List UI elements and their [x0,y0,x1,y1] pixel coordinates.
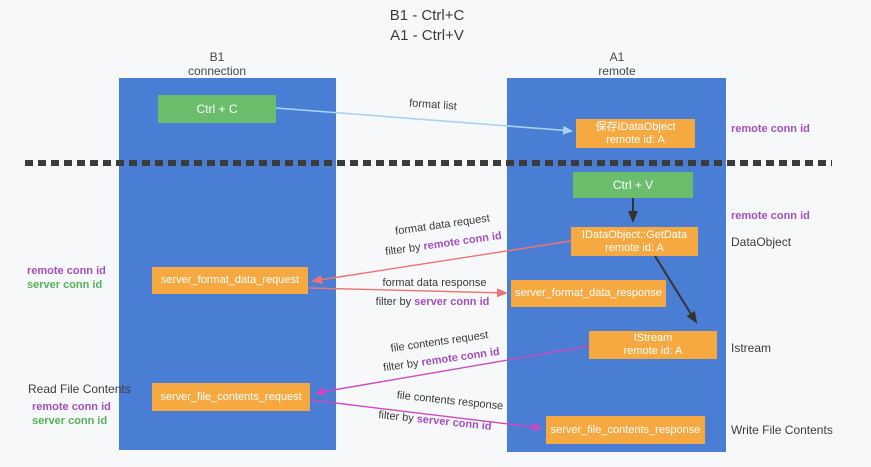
format-data-response-label: format data response [377,277,492,289]
remote-conn-id-text: remote conn id [27,265,106,277]
ctrl-v-box: Ctrl + V [573,172,693,198]
server-conn-id-text: server conn id [416,413,493,433]
title-line-1: B1 - Ctrl+C [389,7,465,24]
istream-text: Istream [731,341,772,355]
remote-conn-id-text: remote conn id [422,229,503,253]
server-file-contents-response-label: server_file_contents_response [550,423,701,436]
ctrl-c-label: Ctrl + C [196,102,238,116]
format-list-label: format list [388,96,479,114]
server-format-data-response-label: server_format_data_response [515,287,662,299]
filter-by-text: filter by [382,356,423,375]
write-file-contents-note: Write File Contents [731,423,833,437]
server-format-data-response-box: server_format_data_response [511,280,666,307]
remote-conn-id-text: remote conn id [731,123,810,135]
server-conn-id-text: server conn id [27,279,103,291]
getdata-line1: IDataObject::GetData [581,228,688,241]
ctrl-c-box: Ctrl + C [158,95,276,123]
save-dataobject-box: 保存IDataObject remote id: A [576,119,695,148]
column-header-b1: B1 connection [147,50,287,78]
column-header-a1: A1 remote [547,50,687,78]
diagram-title: B1 - Ctrl+C A1 - Ctrl+V [292,6,562,46]
file-contents-response-text: file contents response [396,389,504,413]
server-format-data-request-box: server_format_data_request [152,267,308,294]
file-contents-response-label: file contents response [390,389,511,413]
read-file-contents-note: Read File Contents [28,382,131,396]
format-response-filter-label: filter by server conn id [370,296,495,308]
write-file-contents-text: Write File Contents [731,423,833,437]
remote-conn-id-text: remote conn id [420,345,501,369]
column-a1-subtitle: remote [598,64,636,78]
format-data-response-text: format data response [382,277,487,289]
istream-line2: remote id: A [623,345,683,357]
file-response-filter-label: filter by server conn id [370,408,501,434]
server-file-contents-request-box: server_file_contents_request [152,383,310,411]
left-remote-conn-id-note: remote conn id [27,265,106,277]
remote-conn-id-text: remote conn id [32,401,111,413]
server-conn-id-text: server conn id [414,296,490,308]
server-file-contents-request-label: server_file_contents_request [160,390,302,403]
left-server-conn-id-note-2: server conn id [32,415,107,427]
server-file-contents-response-box: server_file_contents_response [546,416,705,444]
left-server-conn-id-note: server conn id [27,279,102,291]
save-dataobject-line1: 保存IDataObject [595,120,676,133]
remote-conn-id-note-top: remote conn id [731,123,810,135]
remote-conn-id-note-mid: remote conn id [731,210,810,222]
getdata-box: IDataObject::GetData remote id: A [571,227,698,256]
istream-line1: IStream [633,332,673,344]
left-remote-conn-id-note-2: remote conn id [32,401,111,413]
istream-box: IStream remote id: A [589,331,717,359]
column-b1-name: B1 [209,50,225,64]
filter-by-text: filter by [377,409,418,426]
dataobject-text: DataObject [731,235,792,249]
getdata-line2: remote id: A [605,241,664,254]
filter-by-text: filter by [384,240,425,259]
save-dataobject-line2: remote id: A [606,133,665,146]
column-b1-subtitle: connection [187,64,247,78]
server-conn-id-text: server conn id [32,415,108,427]
server-format-data-request-label: server_format_data_request [160,274,300,286]
column-a1-name: A1 [609,50,625,64]
filter-by-text: filter by [375,296,415,308]
dataobject-note: DataObject [731,235,791,249]
istream-note: Istream [731,341,771,355]
remote-conn-id-text: remote conn id [731,210,810,222]
format-list-text: format list [408,97,458,113]
title-line-2: A1 - Ctrl+V [390,27,464,44]
read-file-contents-text: Read File Contents [28,382,131,396]
ctrl-v-label: Ctrl + V [612,178,654,192]
